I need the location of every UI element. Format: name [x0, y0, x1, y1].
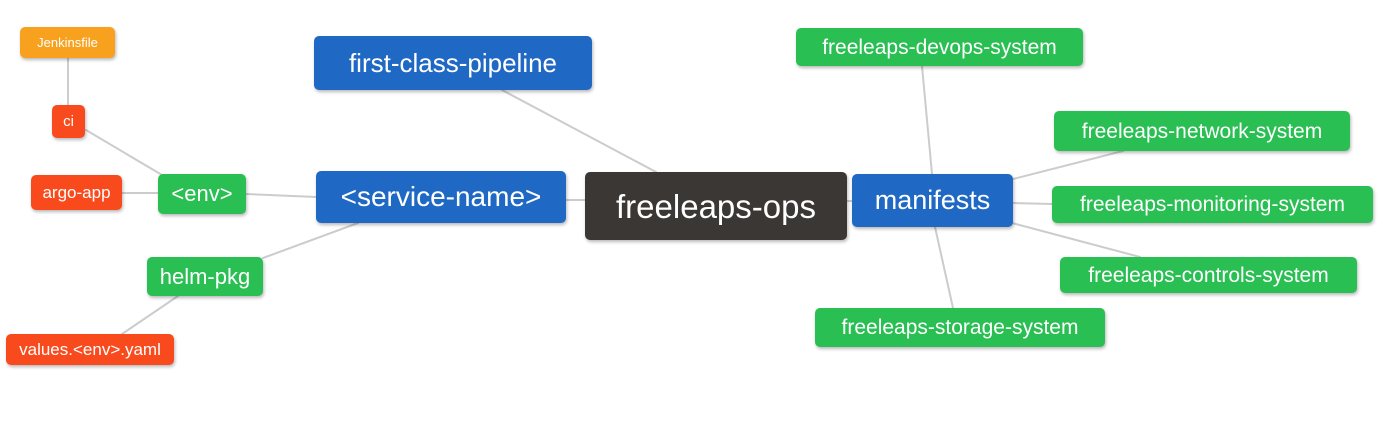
- edge-ci-to-env: [85, 129, 163, 176]
- node-argo-app[interactable]: argo-app: [31, 175, 122, 210]
- node-freeleaps-devops-system[interactable]: freeleaps-devops-system: [796, 28, 1083, 66]
- node-first-class-pipeline[interactable]: first-class-pipeline: [314, 36, 592, 90]
- edge-values-env-yaml-to-helm-pkg: [121, 295, 179, 335]
- node-helm-pkg[interactable]: helm-pkg: [147, 257, 263, 296]
- node-service-name[interactable]: <service-name>: [316, 171, 566, 223]
- edge-manifests-to-freeleaps-monitoring-system: [1012, 202, 1053, 205]
- node-freeleaps-controls-system[interactable]: freeleaps-controls-system: [1060, 257, 1357, 293]
- edge-manifests-to-freeleaps-storage-system: [934, 226, 954, 309]
- node-ci[interactable]: ci: [52, 105, 85, 138]
- node-freeleaps-storage-system[interactable]: freeleaps-storage-system: [815, 308, 1105, 347]
- node-values-env-yaml[interactable]: values.<env>.yaml: [6, 334, 174, 365]
- node-freeleaps-network-system[interactable]: freeleaps-network-system: [1054, 111, 1350, 151]
- edge-manifests-to-freeleaps-controls-system: [1011, 222, 1141, 258]
- edge-first-class-pipeline-to-freeleaps-ops: [501, 89, 657, 173]
- edge-env-to-service-name: [245, 193, 317, 198]
- edge-manifests-to-freeleaps-devops-system: [921, 65, 933, 175]
- node-freeleaps-ops[interactable]: freeleaps-ops: [585, 172, 847, 240]
- node-env[interactable]: <env>: [158, 174, 246, 214]
- node-manifests[interactable]: manifests: [852, 174, 1013, 227]
- node-freeleaps-monitoring-system[interactable]: freeleaps-monitoring-system: [1052, 186, 1373, 223]
- edge-manifests-to-freeleaps-network-system: [1012, 150, 1124, 180]
- edge-helm-pkg-to-service-name: [262, 222, 359, 259]
- node-jenkinsfile[interactable]: Jenkinsfile: [20, 27, 115, 58]
